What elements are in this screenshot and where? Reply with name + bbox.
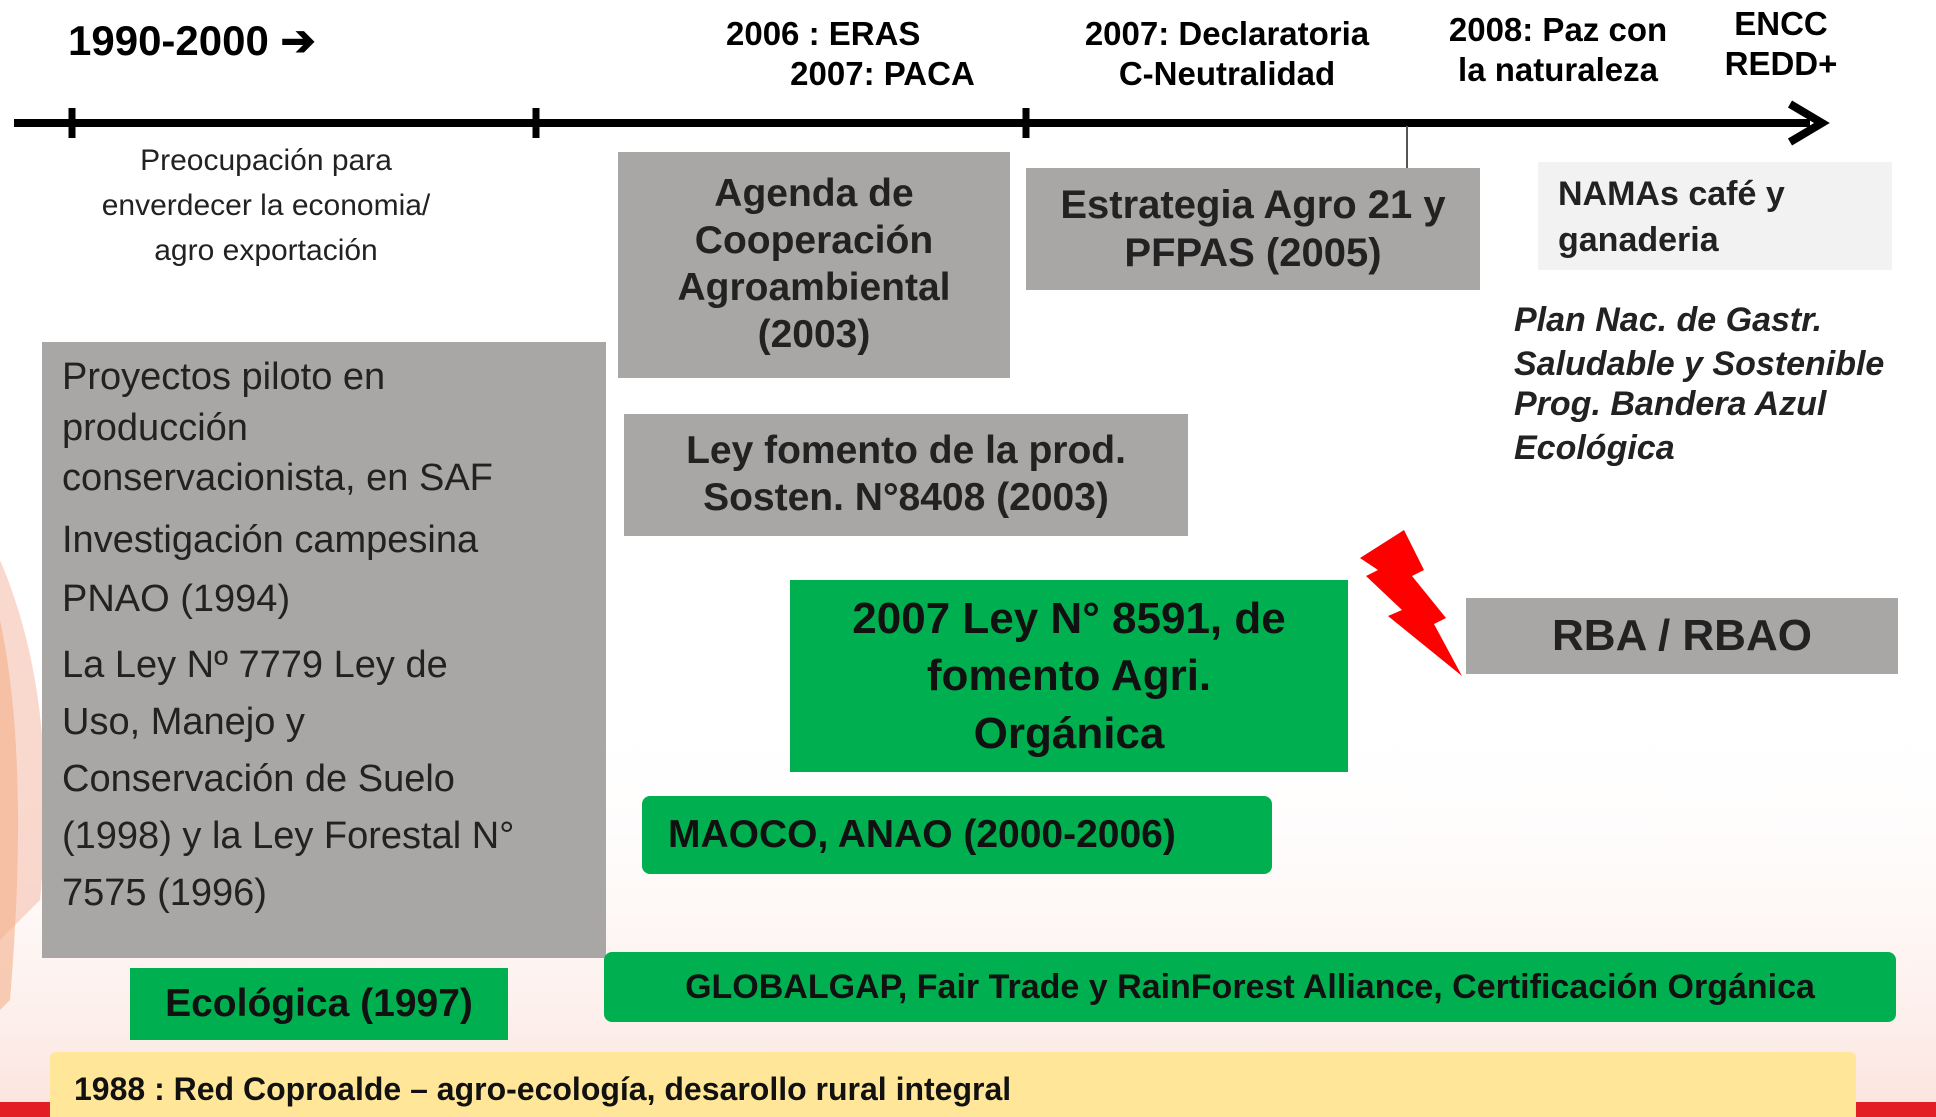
lightning-bolt-icon <box>1360 530 1462 676</box>
milestone-encc: ENCC REDD+ <box>1724 5 1838 82</box>
milestone-2008: 2008: Paz con la naturaleza <box>1448 11 1668 88</box>
rba-box: RBA / RBAO <box>1466 598 1898 674</box>
left-list-item: La Ley Nº 7779 Ley de Uso, Manejo y Cons… <box>62 643 515 914</box>
namas-box: NAMAs café y ganaderia <box>1538 162 1892 270</box>
left-list-item: Investigación campesina <box>62 518 479 561</box>
ley8591-box: 2007 Ley N° 8591, de fomento Agri. Orgán… <box>790 580 1348 772</box>
maoco-box: MAOCO, ANAO (2000-2006) <box>642 796 1272 874</box>
arrow-right-icon: ➔ <box>280 17 316 64</box>
plan-nacional-text: Plan Nac. de Gastr. Saludable y Sostenib… <box>1514 301 1885 384</box>
period-label: 1990-2000 <box>68 17 269 64</box>
connector-line <box>1406 126 1408 168</box>
globalgap-box: GLOBALGAP, Fair Trade y RainForest Allia… <box>604 952 1896 1022</box>
period-heading: 1990-2000 ➔ <box>68 16 316 66</box>
timeline-axis <box>14 100 1830 146</box>
coproalde-bar: 1988 : Red Coproalde – agro-ecología, de… <box>50 1052 1856 1117</box>
milestone-2006: 2006 : ERAS 2007: PACA <box>726 15 975 92</box>
agro21-box: Estrategia Agro 21 y PFPAS (2005) <box>1026 168 1480 290</box>
bandera-azul-text: Prog. Bandera Azul Ecológica <box>1514 385 1827 468</box>
agenda-box: Agenda de Cooperación Agroambiental (200… <box>618 152 1010 378</box>
left-projects-box: Proyectos piloto en producción conservac… <box>42 342 606 958</box>
left-list-item: PNAO (1994) <box>62 578 291 621</box>
left-list-item: Proyectos piloto en producción conservac… <box>62 356 493 500</box>
period-note: Preocupación para enverdecer la economia… <box>101 144 431 267</box>
ley8408-box: Ley fomento de la prod. Sosten. N°8408 (… <box>624 414 1188 536</box>
milestone-2007: 2007: Declaratoria C-Neutralidad <box>1084 15 1370 92</box>
ecologica-box: Ecológica (1997) <box>130 968 508 1040</box>
